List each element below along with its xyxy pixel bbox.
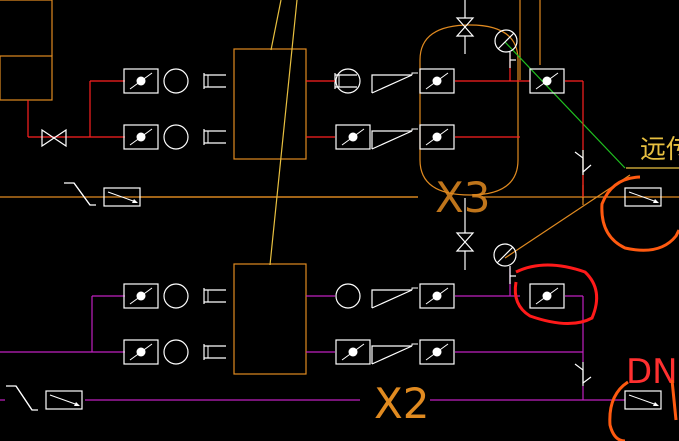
- label-remote: 远传: [640, 135, 679, 165]
- check-valve-icon: [574, 150, 592, 175]
- flow-meter-icon: [529, 283, 565, 309]
- lower-row-1: [123, 283, 455, 309]
- gate-valve-icon: [456, 232, 474, 252]
- red-pipes: [27, 55, 584, 197]
- pressure-gauge-icon: [493, 243, 517, 284]
- magenta-pipe-devices: [6, 385, 662, 411]
- magenta-pipes: [0, 268, 625, 401]
- orange-structure: [0, 0, 679, 375]
- gate-valve-icon: [41, 129, 67, 147]
- yellow-leaders: [269, 0, 679, 266]
- gate-valve-icon: [456, 17, 474, 37]
- label-x3: X3: [435, 173, 491, 222]
- pressure-gauge-icon: [494, 29, 518, 68]
- label-x2: X2: [374, 379, 430, 428]
- markup-circle-red: [513, 263, 599, 326]
- markup-circle-orange-upper: [600, 175, 679, 252]
- orange-pipe-devices: [64, 182, 662, 207]
- check-valve-icon: [574, 362, 592, 386]
- upper-row-2: [123, 124, 455, 150]
- label-dn: DN1: [626, 352, 679, 392]
- green-leader: [504, 41, 626, 169]
- flow-meter-icon: [529, 68, 565, 94]
- markup-circle-orange-lower: [608, 380, 629, 441]
- lower-row-2: [123, 339, 455, 365]
